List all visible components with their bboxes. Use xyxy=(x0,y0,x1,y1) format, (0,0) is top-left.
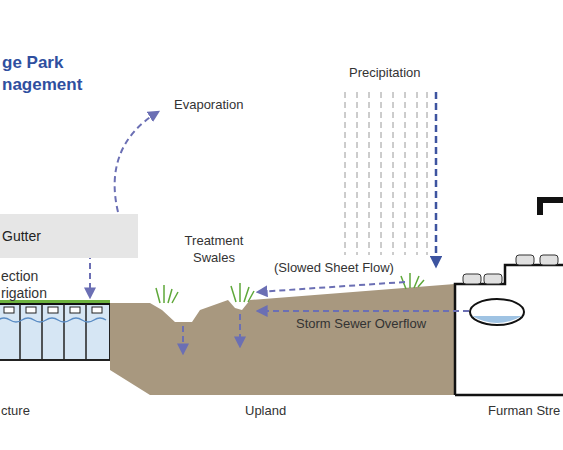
zone-label: Furman Stre xyxy=(488,402,560,419)
ground xyxy=(110,284,455,395)
storage-structure xyxy=(0,300,110,360)
flow-label: Storm Sewer Overflow xyxy=(296,315,426,332)
zone-label: Upland xyxy=(245,402,286,419)
feature-label: Treatment Swales xyxy=(173,232,255,266)
flow-label: (Slowed Sheet Flow) xyxy=(274,259,394,276)
rain xyxy=(345,92,427,255)
process-label: Evaporation xyxy=(174,96,243,113)
gutter-panel: Gutter xyxy=(0,214,138,258)
process-label: Precipitation xyxy=(349,64,421,81)
rain-arrow xyxy=(435,92,438,266)
grass xyxy=(156,273,424,303)
region-label: ection rigation xyxy=(1,268,63,302)
street-structure xyxy=(455,200,563,395)
node-label: Gutter xyxy=(0,214,138,258)
diagram-title: ge Park nagement xyxy=(2,52,102,96)
zone-label: cture xyxy=(1,402,30,419)
